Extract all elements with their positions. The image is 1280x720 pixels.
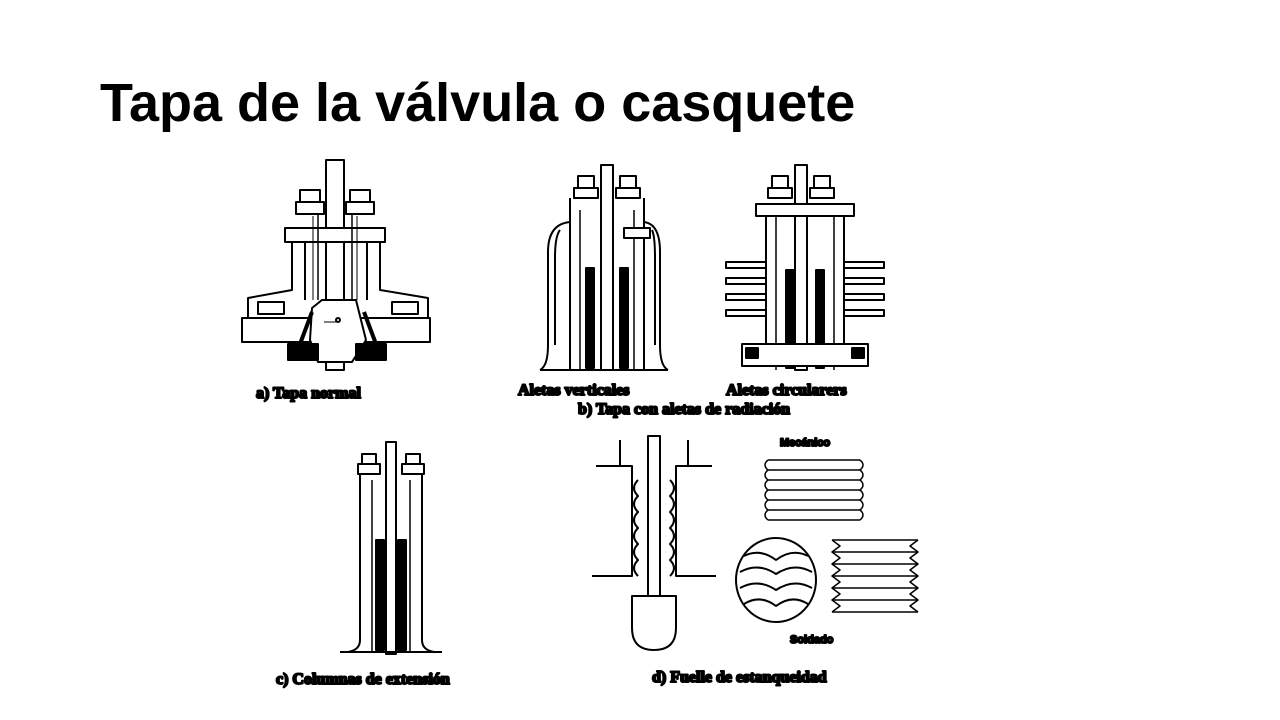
slide-title: Tapa de la válvula o casquete	[100, 73, 856, 133]
diagram-c-extension-columns	[340, 441, 442, 655]
diagram-b-vertical-fins	[539, 164, 669, 371]
diagram-a-normal-bonnet	[241, 159, 431, 371]
caption-b: b) Tapa con aletas de radiación	[578, 401, 790, 418]
label-circular-fins: Aletas circularers	[726, 382, 847, 399]
caption-d: d) Fuelle de estanqueidad	[652, 669, 827, 686]
diagram-b-circular-fins	[725, 164, 885, 371]
label-vertical-fins: Aletas verticales	[518, 382, 630, 399]
bellows-mechanical-detail	[764, 459, 864, 521]
caption-a: a) Tapa normal	[256, 385, 361, 402]
label-welded: Soldado	[790, 634, 834, 646]
diagram-d-bellows-seal	[592, 435, 716, 651]
caption-c: c) Columnas de extensión	[276, 671, 450, 688]
bellows-welded-detail	[735, 537, 919, 623]
label-mechanical: Mecánico	[780, 437, 830, 449]
